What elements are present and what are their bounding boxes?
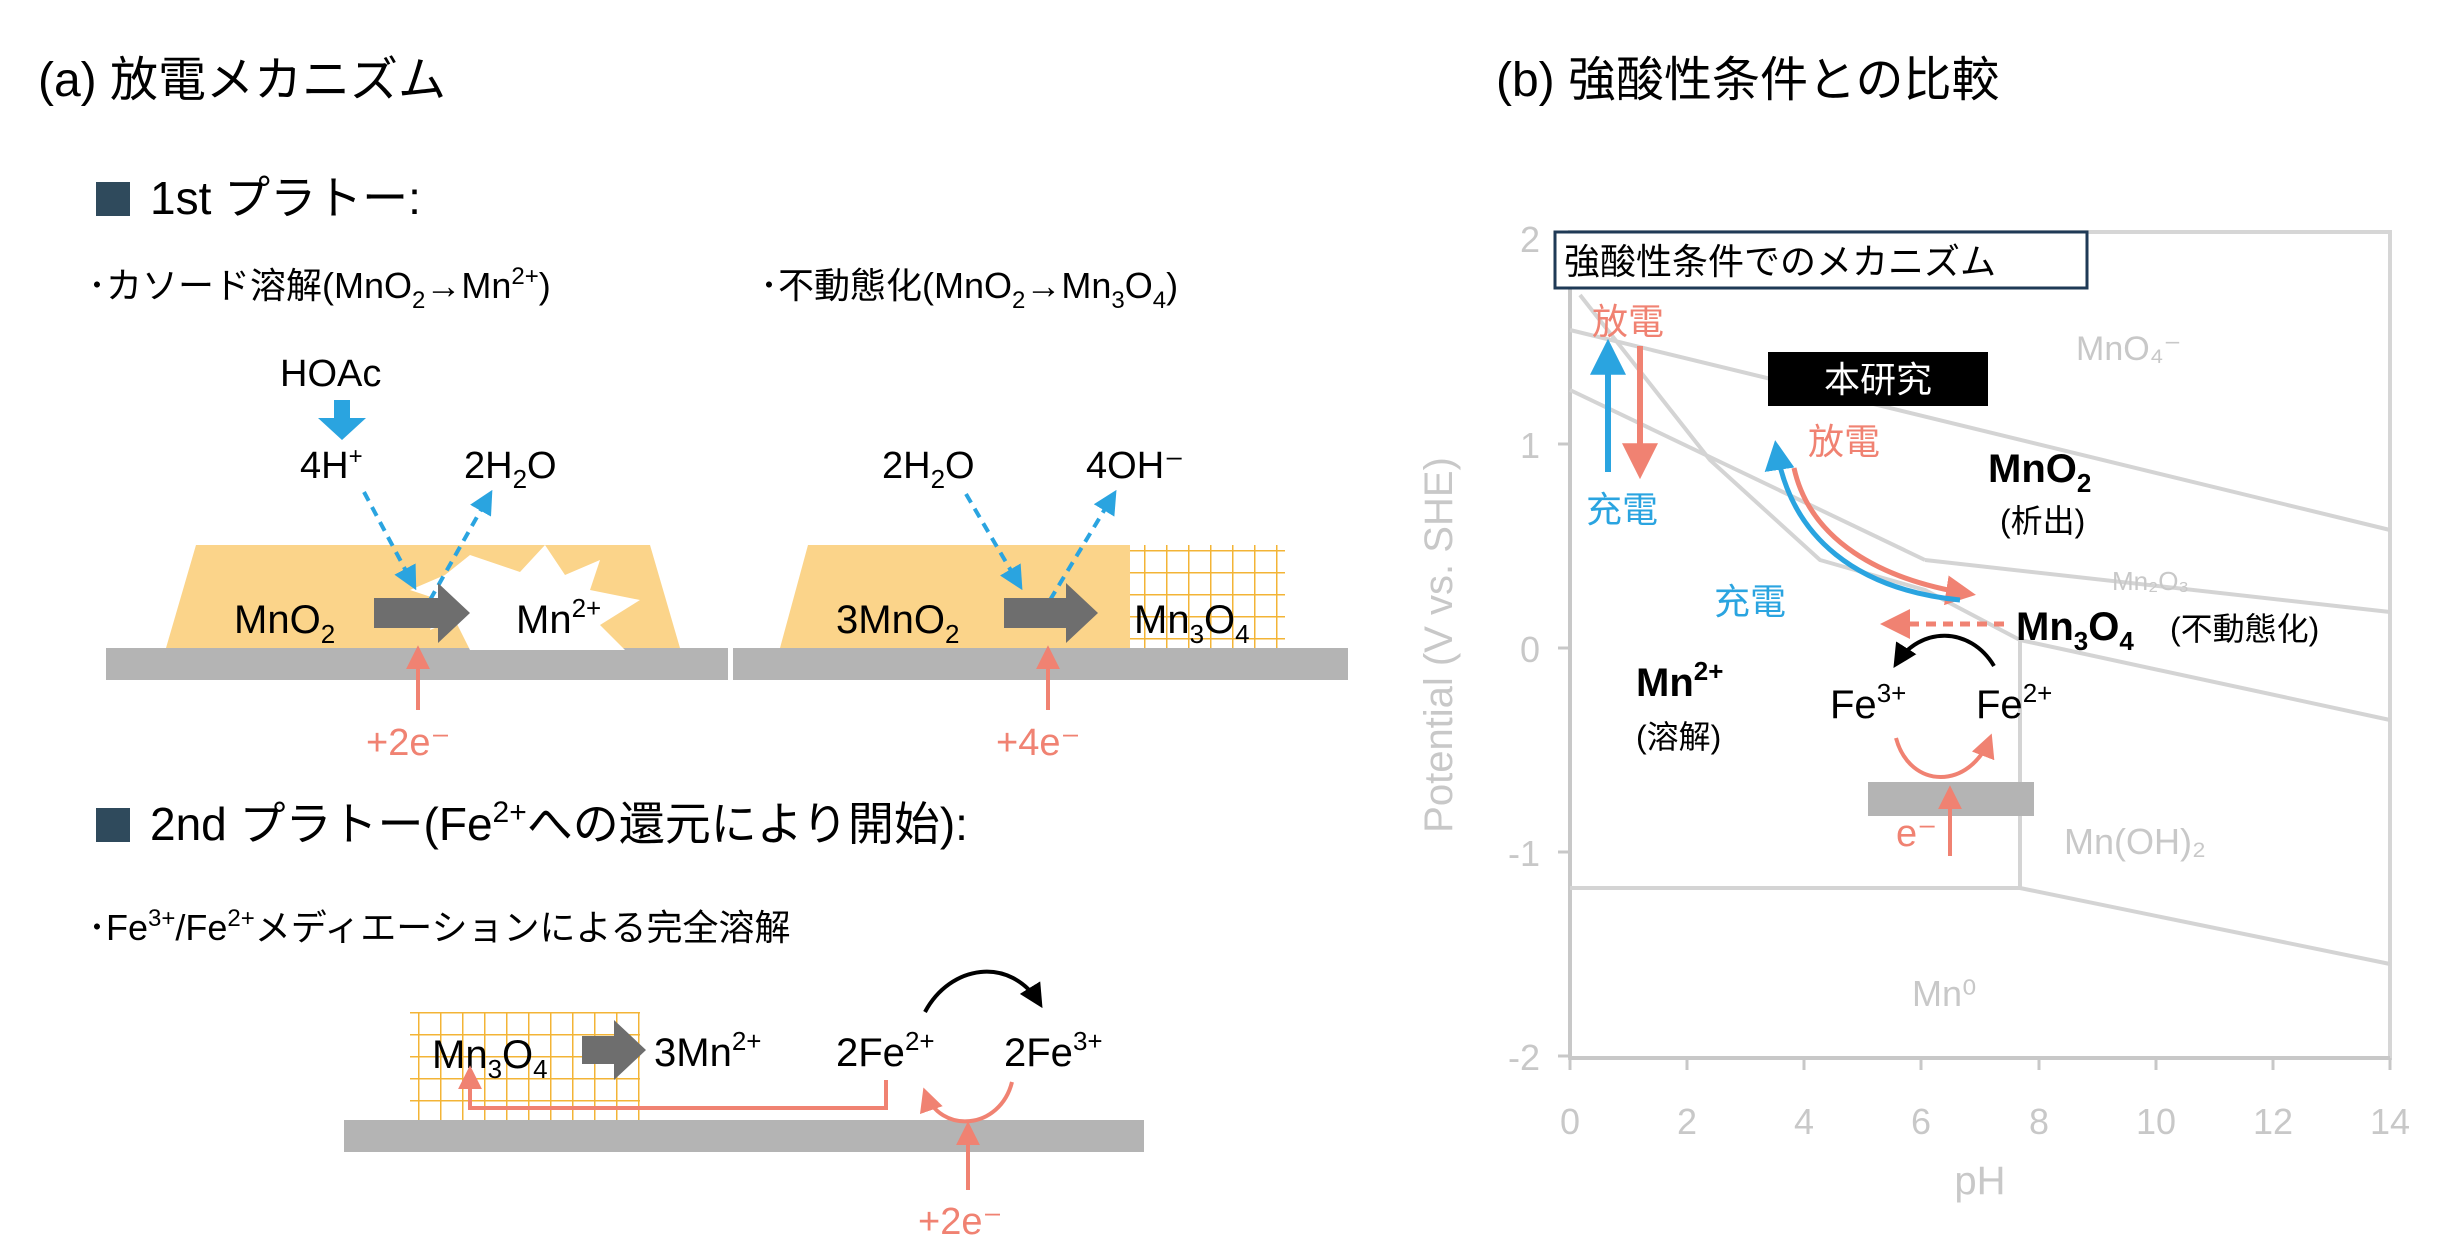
mn2-label: 3Mn2+ — [654, 1026, 761, 1075]
water-label: 2H2O — [882, 445, 975, 494]
acid-discharge-label: 放電 — [1592, 301, 1664, 342]
boundary-mn2o3-upper — [1924, 558, 2391, 614]
boundary-mn2-mno2 — [1578, 293, 2021, 642]
fe3-species: Fe3+ — [1830, 678, 1906, 727]
plateau1-heading: 1st プラトー: — [150, 172, 421, 224]
legend-box-label: 強酸性条件でのメカニズム — [1564, 241, 1996, 282]
panel-a-title: (a) 放電メカニズム — [38, 54, 446, 107]
fe2-return-arrow — [458, 1065, 888, 1110]
reaction-arrow — [582, 1020, 646, 1080]
reaction-arrow — [374, 583, 470, 643]
hoac-arrow — [318, 400, 366, 440]
region-mno4: MnO₄⁻ — [2076, 330, 2182, 368]
this-work-label: 本研究 — [1824, 359, 1932, 400]
x-tick: 14 — [2370, 1101, 2410, 1142]
heading-square-2 — [96, 808, 130, 842]
panel-b: (b) 強酸性条件との比較 0 2 — [1417, 54, 2410, 1203]
x-tick: 8 — [2029, 1101, 2049, 1142]
proton-arrow — [362, 491, 417, 591]
electron-label: +4e⁻ — [996, 722, 1081, 764]
region-mnoh2: Mn(OH)₂ — [2064, 821, 2206, 862]
discharge-arrow — [1791, 467, 1976, 606]
proton-label: 4H+ — [300, 443, 363, 487]
x-axis-label: pH — [1954, 1159, 2005, 1203]
reduction-arrow — [920, 1081, 1014, 1124]
dissolution-scheme: HOAc 4H+ 2H2O MnO2 Mn2+ +2e⁻ — [106, 353, 728, 764]
region-mn0: Mn⁰ — [1912, 973, 1976, 1014]
dissolution-burst — [410, 545, 640, 650]
charge-label: 充電 — [1714, 581, 1786, 622]
substrate — [733, 648, 1348, 680]
panel-a: (a) 放電メカニズム 1st プラトー: ･カソード溶解(MnO2→Mn2+)… — [38, 54, 1348, 1238]
panel-b-title: (b) 強酸性条件との比較 — [1496, 54, 2000, 107]
discharge-label: 放電 — [1808, 421, 1880, 462]
electron-label: +2e⁻ — [918, 1201, 1003, 1238]
mn3o4-layer — [1130, 545, 1285, 648]
mn2-label: Mn2+ — [516, 593, 601, 642]
fe-reduction-arrow — [1894, 733, 1995, 779]
electron-label: +2e⁻ — [366, 722, 451, 764]
region-mn2o3: Mn₂O₃ — [2112, 566, 2189, 596]
legend-box — [1553, 230, 2089, 290]
hydroxide-arrow — [1048, 489, 1117, 602]
fe2-species: Fe2+ — [1976, 678, 2052, 727]
mediation-caption: ･Fe3+/Fe2+メディエーションによる完全溶解 — [88, 905, 790, 948]
oxidation-arrow — [923, 969, 1043, 1013]
y-tick: -1 — [1508, 833, 1540, 874]
charge-arrow — [1764, 440, 1961, 603]
y-tick-labels: 2 1 0 -1 -2 — [1508, 219, 1540, 1078]
fe2-label: 2Fe2+ — [836, 1026, 935, 1075]
mno2-species: MnO2 — [1988, 447, 2091, 498]
x-tick: 4 — [1794, 1101, 1814, 1142]
x-tick: 12 — [2253, 1101, 2293, 1142]
boundary-mno2-upper — [1569, 388, 1926, 562]
x-tick: 10 — [2136, 1101, 2176, 1142]
water-label: 2H2O — [464, 445, 557, 494]
mno2-label: 3MnO2 — [836, 598, 959, 649]
acid-charge-label: 充電 — [1586, 489, 1658, 530]
fe-electron-label: e⁻ — [1896, 813, 1937, 855]
mn3o4-label: Mn3O4 — [1134, 598, 1250, 649]
mn3o4-note: (不動態化) — [2170, 611, 2319, 647]
plateau2-heading: 2nd プラトー(Fe2+への還元により開始): — [150, 796, 968, 850]
hoac-label: HOAc — [280, 353, 381, 395]
water-arrow — [428, 489, 493, 601]
water-arrow — [964, 492, 1023, 591]
boundary-mno4 — [1569, 328, 2391, 532]
hydroxide-label: 4OH⁻ — [1086, 445, 1184, 487]
mno2-note: (析出) — [2000, 503, 2085, 539]
pourbaix-boundaries — [1569, 293, 2391, 966]
passivation-caption: ･不動態化(MnO2→Mn3O4) — [760, 265, 1178, 314]
mn3o4-layer — [410, 1012, 640, 1120]
y-tick: 0 — [1520, 629, 1540, 670]
y-axis-label: Potential (V vs. SHE) — [1417, 457, 1461, 833]
fe3-label: 2Fe3+ — [1004, 1026, 1103, 1075]
x-tick-labels: 0 2 4 6 8 10 12 14 — [1560, 1101, 2410, 1142]
mediation-scheme: Mn3O4 3Mn2+ 2Fe2+ 2Fe3+ +2e⁻ — [344, 969, 1144, 1238]
substrate — [344, 1120, 1144, 1152]
mn3o4-species: Mn3O4 — [2016, 605, 2134, 656]
y-tick: 2 — [1520, 219, 1540, 260]
boundary-mn2o3-lower — [2019, 638, 2391, 722]
mno2-label: MnO2 — [234, 598, 335, 649]
y-tick: 1 — [1520, 425, 1540, 466]
reaction-arrow — [1004, 583, 1098, 643]
boundary-mnoh2-mn0 — [2019, 886, 2391, 966]
x-tick: 2 — [1677, 1101, 1697, 1142]
x-tick: 0 — [1560, 1101, 1580, 1142]
mn2-species: Mn2+ — [1636, 656, 1723, 705]
mn2-note: (溶解) — [1636, 719, 1721, 755]
passivation-scheme: 2H2O 4OH⁻ 3MnO2 Mn3O4 +4e⁻ — [733, 445, 1348, 764]
x-tick: 6 — [1911, 1101, 1931, 1142]
this-work-badge — [1768, 352, 1988, 406]
fe-oxidation-arrow — [1893, 633, 1996, 669]
y-tick: -2 — [1508, 1037, 1540, 1078]
dissolution-caption: ･カソード溶解(MnO2→Mn2+) — [88, 263, 551, 314]
heading-square-1 — [96, 182, 130, 216]
